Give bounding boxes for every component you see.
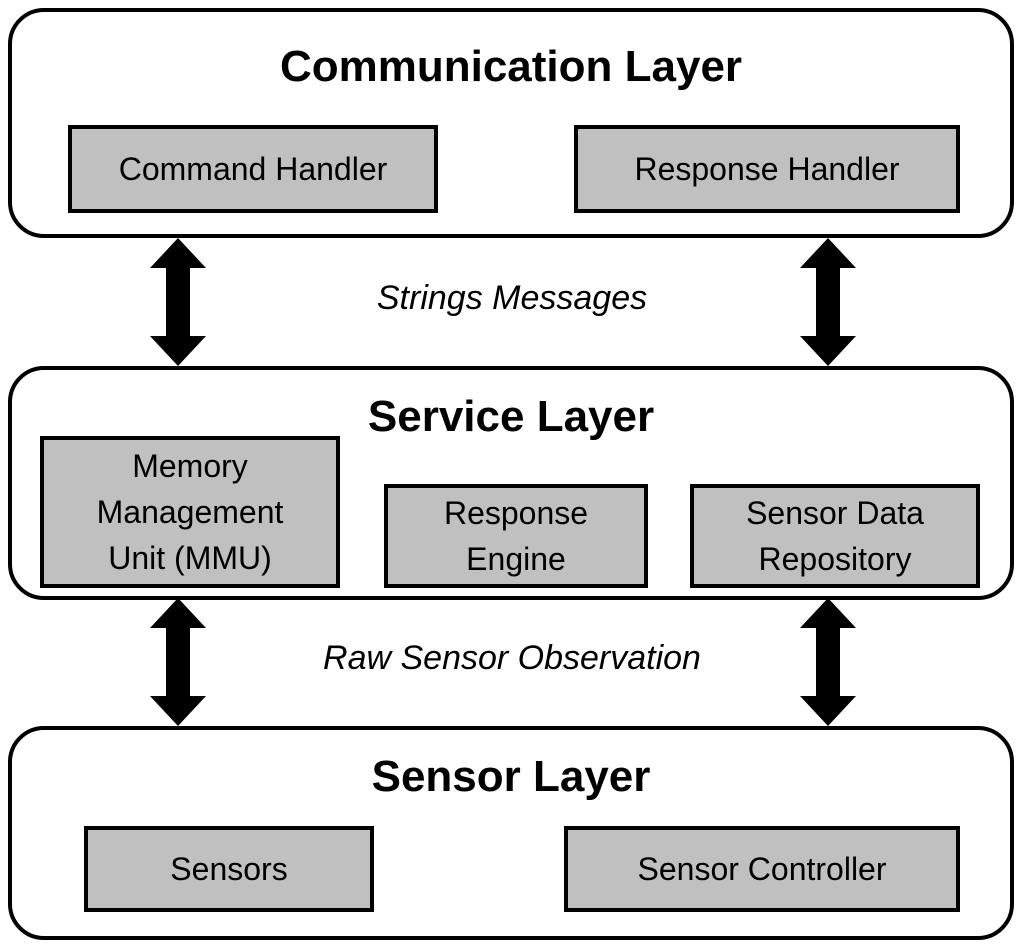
communication-layer-title: Communication Layer xyxy=(279,42,743,91)
communication-layer: Communication Layer Command Handler Resp… xyxy=(8,8,1014,238)
strings-messages-label: Strings Messages xyxy=(376,279,648,317)
bidirectional-arrow-right-top xyxy=(800,238,856,366)
service-layer-title: Service Layer xyxy=(367,392,655,441)
command-handler-module: Command Handler xyxy=(68,125,438,213)
bidirectional-arrow-right-bottom xyxy=(800,598,856,726)
memory-management-unit-module: Memory Management Unit (MMU) xyxy=(40,436,340,588)
response-handler-module: Response Handler xyxy=(574,125,960,213)
sensors-module: Sensors xyxy=(84,826,374,912)
response-engine-module: Response Engine xyxy=(384,484,648,588)
sensor-controller-module: Sensor Controller xyxy=(564,826,960,912)
sensor-layer-title: Sensor Layer xyxy=(371,752,651,801)
service-layer: Service Layer Memory Management Unit (MM… xyxy=(8,366,1014,600)
sensor-data-repository-module: Sensor Data Repository xyxy=(690,484,980,588)
bidirectional-arrow-left-bottom xyxy=(150,598,206,726)
sensor-layer: Sensor Layer Sensors Sensor Controller xyxy=(8,726,1014,940)
raw-sensor-observation-label: Raw Sensor Observation xyxy=(323,639,701,677)
bidirectional-arrow-left-top xyxy=(150,238,206,366)
